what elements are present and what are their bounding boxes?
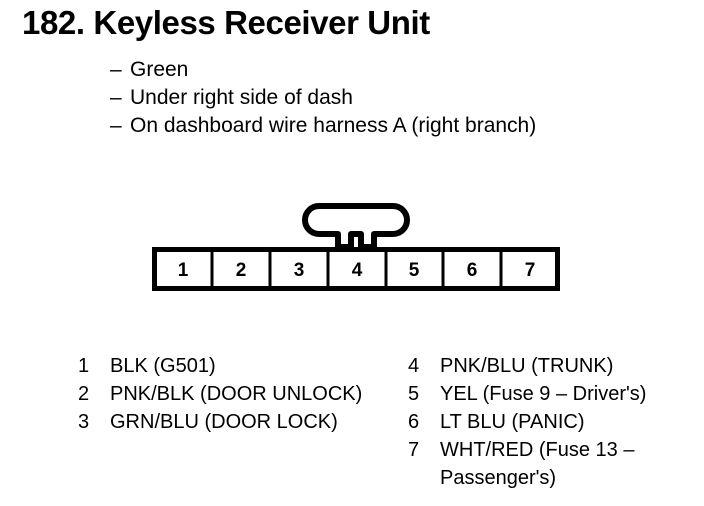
note-dash-icon: –	[110, 86, 122, 109]
note-dash-icon: –	[110, 114, 122, 137]
note-text: Under right side of dash	[130, 86, 353, 109]
note-dash-icon: –	[110, 58, 122, 81]
pin-number-4: 4	[352, 260, 363, 281]
legend-pin-number: 2	[78, 383, 90, 405]
legend-pin-desc: GRN/BLU (DOOR LOCK)	[110, 411, 338, 433]
legend-pin-desc: BLK (G501)	[110, 355, 216, 377]
legend-pin-desc: YEL (Fuse 9 – Driver's)	[440, 383, 647, 405]
legend-row: 3 GRN/BLU (DOOR LOCK)	[78, 408, 388, 436]
notes-list: – Green – Under right side of dash – On …	[110, 56, 536, 140]
connector-body	[152, 247, 560, 291]
legend-pin-desc: PNK/BLK (DOOR UNLOCK)	[110, 383, 363, 405]
note-item: – Green	[110, 56, 536, 84]
pin-number-3: 3	[294, 260, 305, 281]
legend-row: 6 LT BLU (PANIC)	[408, 408, 698, 436]
pin-number-1: 1	[178, 260, 189, 281]
legend-pin-number: 5	[408, 383, 420, 405]
legend-right-column: 4 PNK/BLU (TRUNK) 5 YEL (Fuse 9 – Driver…	[408, 352, 698, 492]
note-text: Green	[130, 58, 189, 81]
note-text: On dashboard wire harness A (right branc…	[130, 114, 537, 137]
legend-pin-number: 4	[408, 355, 420, 377]
pin-number-6: 6	[467, 260, 478, 281]
legend-row: 1 BLK (G501)	[78, 352, 388, 380]
legend-pin-desc: WHT/RED (Fuse 13 – Passenger's)	[440, 439, 635, 489]
legend-pin-desc: PNK/BLU (TRUNK)	[440, 355, 614, 377]
legend-row: 7 WHT/RED (Fuse 13 – Passenger's)	[408, 436, 698, 492]
legend-pin-desc: LT BLU (PANIC)	[440, 411, 585, 433]
legend-pin-number: 7	[408, 439, 420, 461]
note-item: – On dashboard wire harness A (right bra…	[110, 112, 536, 140]
legend-row: 5 YEL (Fuse 9 – Driver's)	[408, 380, 698, 408]
legend-pin-number: 1	[78, 355, 90, 377]
pin-dividers	[210, 252, 503, 286]
pin-number-5: 5	[409, 260, 420, 281]
legend-pin-number: 6	[408, 411, 420, 433]
note-item: – Under right side of dash	[110, 84, 536, 112]
legend-left-column: 1 BLK (G501) 2 PNK/BLK (DOOR UNLOCK) 3 G…	[78, 352, 388, 436]
page-title: 182. Keyless Receiver Unit	[22, 4, 430, 41]
t-shaped-locking-tab	[302, 203, 410, 250]
connector-diagram: 1 2 3 4 5 6 7	[152, 203, 560, 291]
pin-number-7: 7	[525, 260, 536, 281]
pin-number-2: 2	[236, 260, 247, 281]
legend-row: 4 PNK/BLU (TRUNK)	[408, 352, 698, 380]
legend-pin-number: 3	[78, 411, 90, 433]
legend-row: 2 PNK/BLK (DOOR UNLOCK)	[78, 380, 388, 408]
